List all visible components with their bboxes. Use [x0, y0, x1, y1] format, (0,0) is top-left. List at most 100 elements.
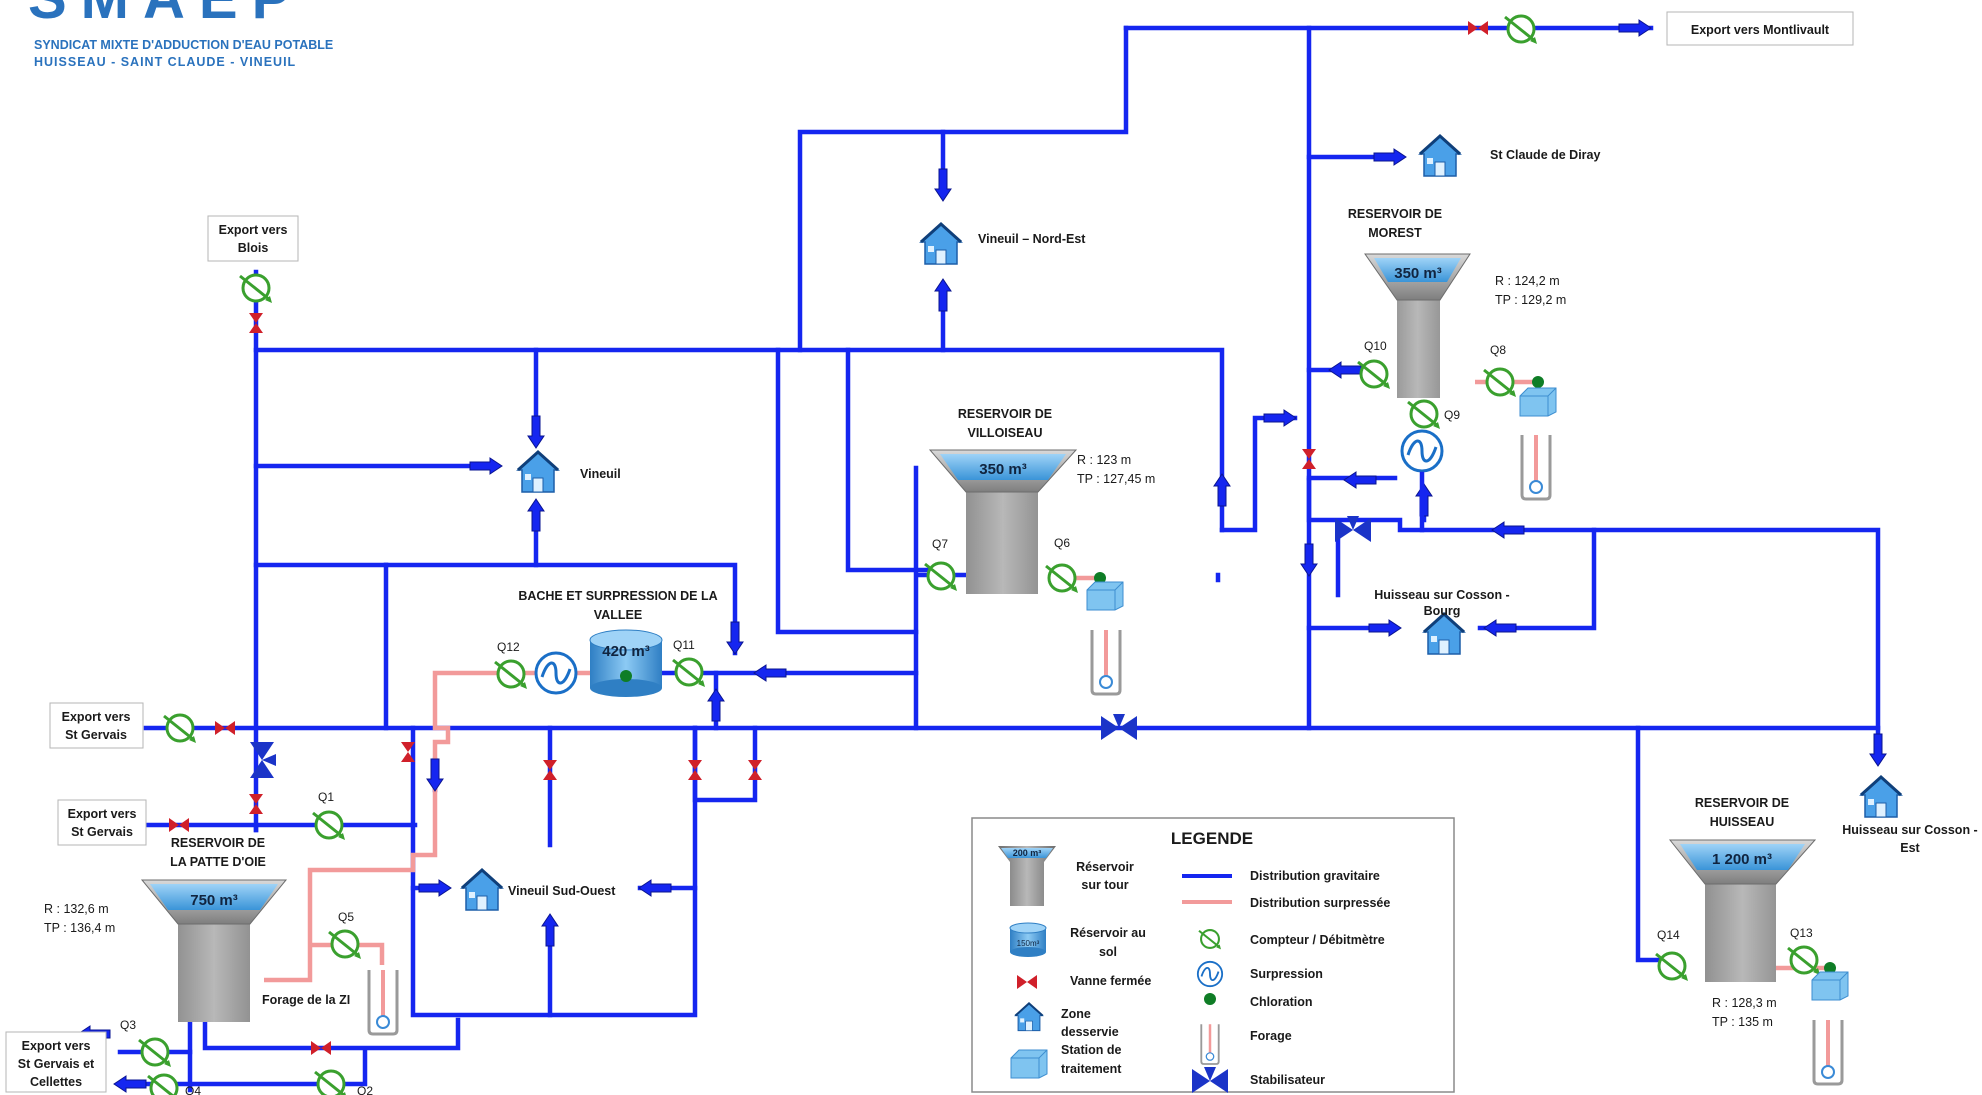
reservoir-huisseau: RESERVOIR DE HUISSEAU 1 200 m³ R : 128,3… [1668, 796, 1817, 1029]
zone-label: Vineuil Sud-Ouest [508, 884, 616, 898]
valve-st-gervais-1 [215, 721, 235, 735]
stabilizers [250, 516, 1371, 778]
arrow-huisseau-bourg [1368, 619, 1402, 637]
valve-patte-oie [249, 794, 263, 814]
house-icon [516, 450, 560, 494]
meter-label: Q14 [1657, 928, 1680, 942]
zones: Vineuil – Nord-Est Vineuil St Claude de … [460, 134, 1978, 912]
meter-label: Q8 [1490, 343, 1506, 357]
export-st-gervais-2: Export vers [68, 807, 137, 821]
arrow-up-bache [707, 688, 725, 722]
meter-label: Q5 [338, 910, 354, 924]
reservoir-volume: 350 m³ [1394, 265, 1442, 282]
export-st-gervais-cellettes: Export vers [22, 1039, 91, 1053]
legend-zone-label: desservie [1061, 1025, 1119, 1039]
legend-station-icon [1010, 1049, 1048, 1079]
meter-q3 [137, 1037, 173, 1069]
meter-label: Q10 [1364, 339, 1387, 353]
arrow-down-bache [726, 621, 744, 655]
reservoir-title: RESERVOIR DE [958, 407, 1052, 421]
export-blois: Export vers [219, 223, 288, 237]
forage-zi-label: Forage de la ZI [262, 993, 350, 1007]
well-icon [367, 968, 399, 1036]
arrow-down-pink [426, 758, 444, 792]
arrow-up-vineuil-so [541, 913, 559, 947]
reservoir-radier: R : 128,3 m [1712, 996, 1777, 1010]
valve-morest [1302, 449, 1316, 469]
legend-ground-icon: 150m³ [1009, 922, 1047, 957]
reservoir-title: VALLEE [594, 608, 642, 622]
arrow-morest-in [1263, 409, 1297, 427]
logo-line1: SYNDICAT MIXTE D'ADDUCTION D'EAU POTABLE [34, 38, 333, 52]
meter-q7 [923, 561, 959, 593]
arrow-down-huisseau-est [1869, 733, 1887, 767]
legend-meter-label: Compteur / Débitmètre [1250, 933, 1385, 947]
legend-valve-label: Vanne fermée [1070, 974, 1151, 988]
arrow-up-vineuil [527, 498, 545, 532]
valve-center-2 [688, 760, 702, 780]
meter-q13 [1786, 945, 1822, 977]
export-st-gervais-cellettes: St Gervais et [18, 1057, 95, 1071]
meter-label: Q2 [357, 1084, 373, 1095]
reservoir-title: LA PATTE D'OIE [170, 855, 266, 869]
meter-label: Q6 [1054, 536, 1070, 550]
legend-ground-volume: 150m³ [1017, 939, 1040, 948]
legend-pressurized-label: Distribution surpressée [1250, 896, 1390, 910]
logo-line2: HUISSEAU - SAINT CLAUDE - VINEUIL [34, 55, 296, 69]
arrow-export-cellettes-2 [113, 1075, 147, 1093]
zone-label: Vineuil – Nord-Est [978, 232, 1086, 246]
reservoir-trop-plein: TP : 136,4 m [44, 921, 115, 935]
arrow-vineuil-so-right [638, 879, 672, 897]
legend-ground-label: Réservoir au [1070, 926, 1146, 940]
reservoir-title: RESERVOIR DE [171, 836, 265, 850]
meter-q5 [327, 929, 363, 961]
reservoir-bache-vallee: BACHE ET SURPRESSION DE LA VALLEE 420 m³ [518, 589, 718, 697]
reservoir-volume: 750 m³ [190, 892, 238, 909]
meter-q8 [1482, 367, 1518, 399]
treatment-station-icon [1519, 387, 1557, 417]
meter-q1 [311, 810, 347, 842]
reservoir-title: VILLOISEAU [967, 426, 1042, 440]
meter-label: Q13 [1790, 926, 1813, 940]
meter-q14 [1654, 951, 1690, 983]
legend-tower-label: Réservoir [1076, 860, 1134, 874]
valve-south [311, 1041, 331, 1055]
meter-label: Q7 [932, 537, 948, 551]
treatment-station-icon [1811, 971, 1849, 1001]
meter-label: Q4 [185, 1084, 201, 1095]
surpression-pump-bache [534, 651, 578, 695]
stabilizer-main [1101, 714, 1137, 740]
legend-well-label: Forage [1250, 1029, 1292, 1043]
valve-montlivault [1468, 21, 1488, 35]
reservoir-villoiseau: RESERVOIR DE VILLOISEAU 350 m³ R : 123 m… [928, 407, 1155, 594]
legend-booster-label: Surpression [1250, 967, 1323, 981]
legend-tower-label: sur tour [1081, 878, 1128, 892]
export-st-gervais-2: St Gervais [71, 825, 133, 839]
legend-stabilizer-label: Stabilisateur [1250, 1073, 1325, 1087]
legend-station-label: Station de [1061, 1043, 1121, 1057]
meter-q6 [1044, 563, 1080, 595]
meter-q4 [146, 1073, 182, 1095]
gravity-pipes [117, 25, 1881, 1093]
legend-title: LEGENDE [1171, 829, 1253, 848]
well-icon [1090, 628, 1122, 696]
reservoir-title: RESERVOIR DE [1348, 207, 1442, 221]
meter-montlivault [1503, 14, 1539, 46]
zone-label: Est [1900, 841, 1920, 855]
reservoir-radier: R : 132,6 m [44, 902, 109, 916]
export-st-gervais-1: St Gervais [65, 728, 127, 742]
arrow-east-left [1343, 471, 1377, 489]
zone-label: Bourg [1424, 604, 1461, 618]
arrow-st-claude [1373, 148, 1407, 166]
zone-label: Huisseau sur Cosson - [1842, 823, 1977, 837]
legend-ground-label: sol [1099, 945, 1117, 959]
valve-center [543, 760, 557, 780]
arrow-down-vineuil-ne [934, 168, 952, 202]
reservoir-trop-plein: TP : 129,2 m [1495, 293, 1566, 307]
legend-chlorination-label: Chloration [1250, 995, 1313, 1009]
legend: LEGENDE 200 m³ Réservoir sur tour 150m³ … [971, 817, 1455, 1093]
zone-label: Huisseau sur Cosson - [1374, 588, 1509, 602]
treatment-station-icon [1086, 581, 1124, 611]
house-icon [1418, 134, 1462, 178]
reservoir-trop-plein: TP : 135 m [1712, 1015, 1773, 1029]
